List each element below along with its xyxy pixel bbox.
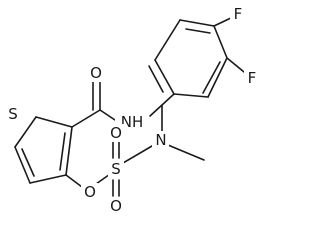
- bond: [21, 148, 35, 177]
- bond: [35, 116, 73, 128]
- bond: [185, 28, 211, 34]
- atom-label-sulfonyl-oxygen-top: O: [110, 124, 122, 142]
- bond: [148, 65, 164, 93]
- atom-label-dimethyl-nitrogen: N: [155, 131, 166, 149]
- atom-label-sulfonyl-sulfur: S: [111, 160, 121, 178]
- atom-label-carbonyl-oxygen: O: [90, 64, 102, 82]
- bond: [207, 57, 228, 98]
- bond: [173, 93, 209, 98]
- bond: [65, 174, 83, 188]
- bond: [154, 19, 181, 61]
- bond: [71, 109, 101, 128]
- bond: [99, 109, 116, 121]
- atom-label-amide-nh: NH: [121, 113, 144, 131]
- bond: [65, 126, 73, 176]
- bond: [29, 174, 67, 184]
- bond: [167, 144, 205, 161]
- atom-label-thiophene-sulfur: S: [8, 105, 18, 123]
- bond: [122, 145, 153, 164]
- bond: [154, 59, 175, 95]
- bond: [226, 57, 245, 73]
- bond: [14, 116, 37, 148]
- bond: [59, 132, 66, 171]
- bond: [202, 61, 221, 94]
- bond: [14, 146, 31, 184]
- atom-label-fluorine-right: F: [248, 69, 257, 87]
- atom-label-ether-oxygen: O: [84, 183, 96, 201]
- bonds: [14, 16, 245, 197]
- atom-label-sulfonyl-oxygen-bottom: O: [110, 197, 122, 215]
- bond: [213, 16, 234, 27]
- atom-labels: F F O NH S O S O O N: [5, 5, 260, 215]
- bond: [213, 25, 228, 59]
- atom-label-fluorine-top: F: [234, 5, 243, 23]
- molecule-structure: F F O NH S O S O O N: [5, 5, 260, 215]
- bond: [179, 19, 215, 27]
